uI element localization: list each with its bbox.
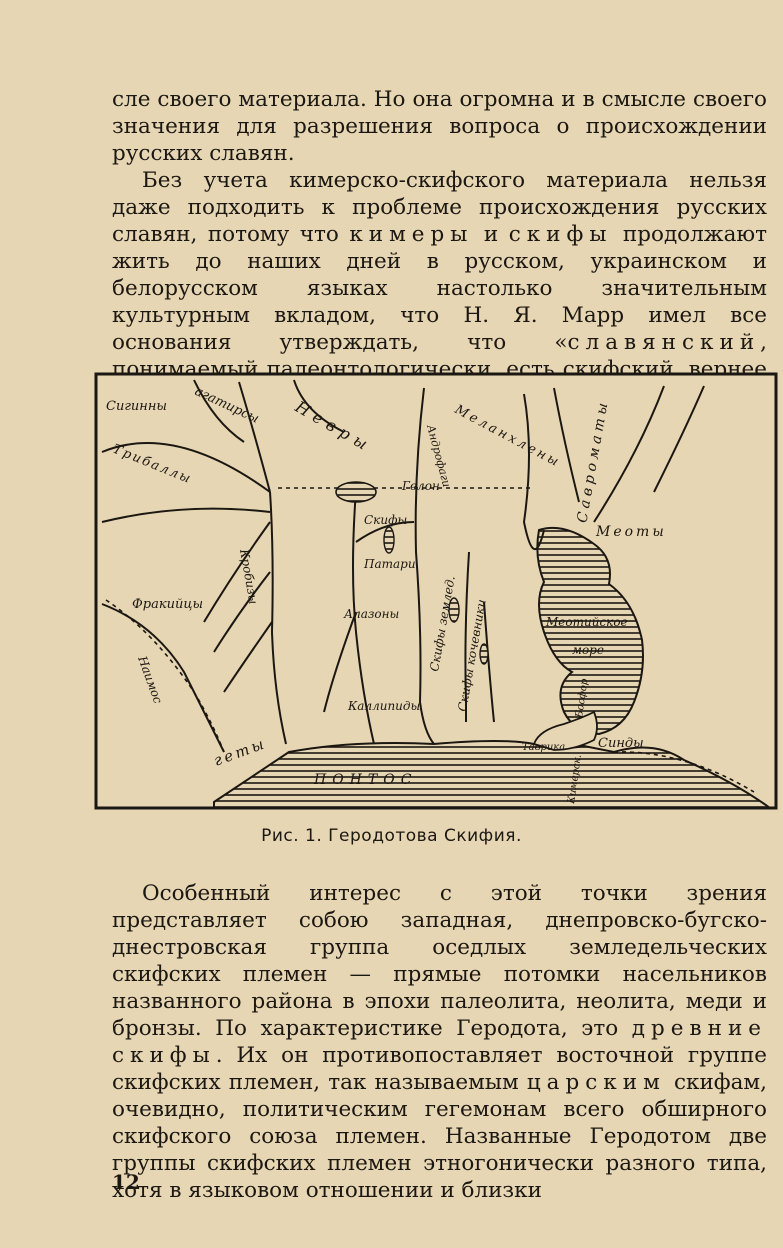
map-frame (94, 372, 778, 810)
river-tanais (593, 385, 665, 523)
river-tributary-e (323, 611, 357, 713)
river-tributary-a (203, 521, 271, 623)
label-pontos: ПОНТОС (313, 772, 417, 788)
label-tavrika: Таврика (522, 742, 565, 753)
herodotus-scythia-map: Сигинны агатирсы Невры Меланхлены Андроф… (94, 372, 778, 812)
lake-small-1 (383, 526, 395, 554)
spaced-word-skify: скифы (508, 222, 613, 247)
river-panticapes (464, 551, 470, 722)
page-number: 12 (112, 1170, 140, 1194)
river-tributary-f (193, 379, 245, 443)
spaced-word-ancient-scythians: древние скифы (112, 1016, 767, 1068)
label-kallipidy: Каллипиды (347, 699, 420, 713)
river-borysthenes (414, 387, 435, 745)
paragraph-western-group: Особенный интерес с этой точки зрения пр… (112, 881, 767, 1203)
label-alazony: Алазоны (343, 607, 399, 621)
label-gelon: Гелон (401, 479, 440, 493)
label-more: море (572, 643, 604, 657)
figure-caption: Рис. 1. Геродотова Скифия. (261, 826, 522, 846)
river-gerros (522, 393, 545, 551)
river-tyras (269, 491, 287, 745)
boundary-east (613, 751, 755, 793)
label-frakiytsy: Фракийцы (132, 597, 203, 612)
lake-gelon (335, 481, 377, 503)
river-tributary-b (213, 571, 271, 653)
lake-small-2 (448, 597, 460, 623)
lake-small-3 (479, 643, 489, 665)
spaced-word-slavyanskiy: славянский (567, 330, 761, 355)
river-tributary-d (355, 521, 415, 543)
river-west-2 (101, 507, 271, 523)
label-patari: Патари (363, 557, 416, 571)
label-meotiyskoe: Меотийское (545, 615, 628, 629)
river-east-3 (653, 385, 705, 493)
river-istros (101, 603, 225, 753)
crimea-peninsula (532, 710, 598, 751)
spaced-word-royal: царским (526, 1070, 666, 1095)
boundary-haimos (105, 599, 225, 753)
meotic-sea (536, 526, 644, 736)
label-siginny: Сигинны (106, 399, 167, 414)
river-west-1 (101, 442, 271, 493)
spaced-word-kimery: кимеры (349, 222, 474, 247)
river-oaros (238, 381, 271, 493)
top-text-block: сле своего материала. Но она огромна и в… (112, 86, 767, 410)
river-hyrgis (553, 387, 580, 503)
label-meoty: Меоты (595, 524, 667, 540)
river-hypanis (352, 489, 375, 745)
river-tributary-g (293, 379, 345, 433)
river-tributary-c (223, 621, 273, 693)
label-skify: Скифы (364, 513, 407, 527)
river-hypakiris (483, 601, 495, 723)
label-sindy: Синды (598, 736, 644, 751)
paragraph-continuation: сле своего материала. Но она огромна и в… (112, 87, 767, 166)
